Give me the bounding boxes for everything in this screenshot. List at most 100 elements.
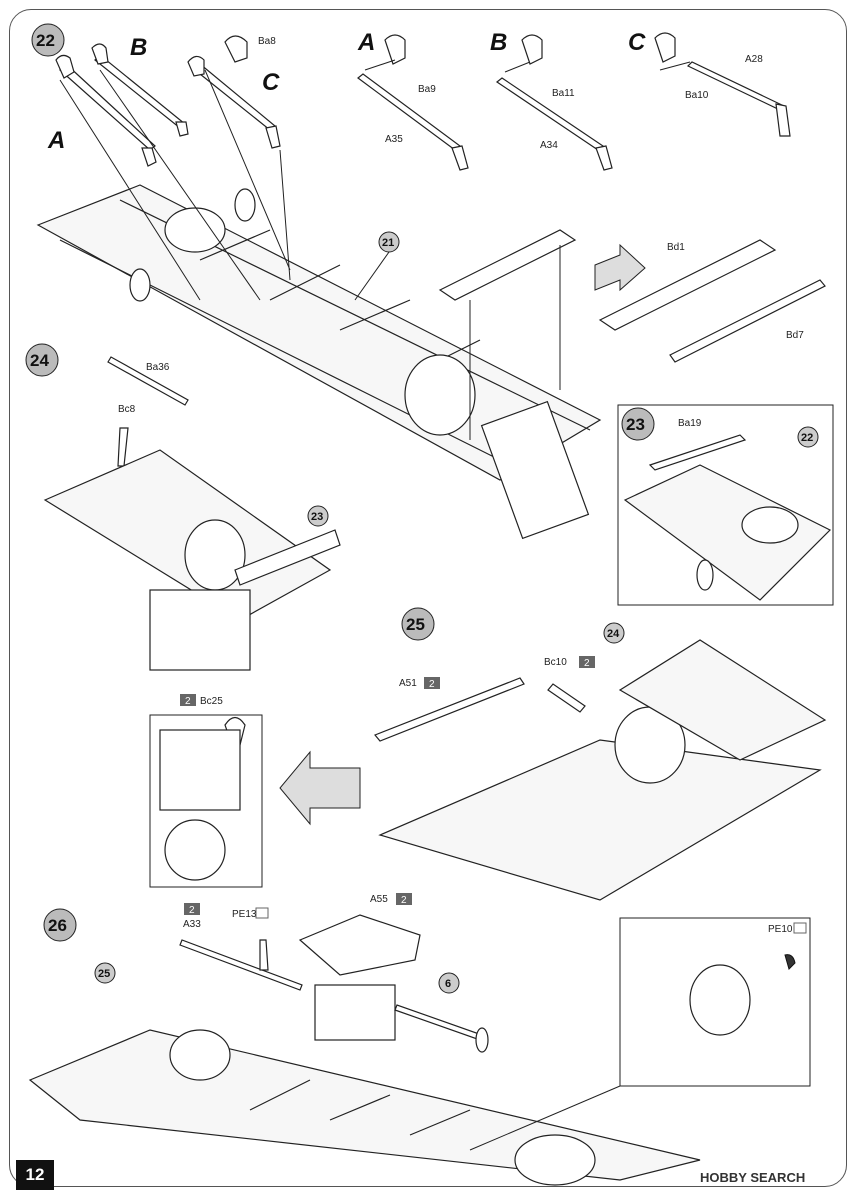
front-axle-housing: [164, 207, 226, 253]
label-ba19: Ba19: [678, 418, 702, 429]
callout-25: [94, 962, 116, 984]
step-22-number: 22: [36, 31, 55, 50]
callout-25-label: 25: [98, 968, 110, 980]
lever-c-top: [187, 55, 205, 77]
lever-a-top: [55, 54, 75, 79]
letter-c: C: [262, 69, 280, 96]
step-25-section: 25 24 Bc10 2 A51 2 2 Bc25: [149, 607, 827, 901]
sub-letter-b: B: [490, 29, 507, 56]
label-ba10: Ba10: [685, 90, 709, 101]
front-spring-right: [234, 188, 256, 222]
sub-b-lever: [521, 34, 543, 65]
sub-c-arrow: [659, 61, 691, 71]
sub-c-end: [775, 103, 791, 137]
cross-members-22: [199, 229, 481, 371]
callout-21-leader: [354, 251, 390, 301]
step-26-section: 26 2 A33 PE13 A55 2 6 25 PE1: [28, 893, 811, 1186]
cover-a55: [298, 914, 421, 976]
label-a33: A33: [183, 919, 201, 930]
lever-c-bottom: [265, 125, 281, 149]
sub-b-end: [595, 145, 613, 171]
flywheel-housing-22: [404, 354, 476, 436]
sub-a-lever: [384, 34, 406, 65]
tag-bc25-label: 2: [185, 696, 191, 707]
label-ba11: Ba11: [552, 88, 575, 99]
tie-rod-bd7: [669, 279, 826, 363]
callout-24-label: 24: [607, 628, 620, 640]
pe13-icon: [255, 907, 269, 919]
flywheel-housing-24: [184, 519, 246, 591]
callout-23-label: 23: [311, 511, 323, 523]
callout-6: [438, 972, 460, 994]
gearbox: [314, 984, 396, 1041]
tag-a33: [184, 903, 200, 915]
front-spring-left: [129, 268, 151, 302]
step-26-number: 26: [48, 916, 67, 935]
callout-6-label: 6: [445, 978, 451, 990]
rear-chassis-25: [618, 639, 827, 761]
flange-6: [475, 1027, 489, 1053]
shaft-6: [394, 1004, 483, 1041]
sub-a-rod: [357, 73, 461, 151]
sub-a-end: [451, 145, 469, 171]
pe10-icon: [793, 922, 807, 934]
tag-a55: [396, 893, 412, 905]
rod-ba36: [107, 356, 189, 406]
rod-b: [94, 54, 186, 129]
axle-housing-23: [741, 506, 799, 544]
step-23-badge: [621, 407, 655, 441]
arrow-right-icon: [594, 243, 646, 292]
callout-23: [307, 505, 329, 527]
callout-21-label: 21: [382, 237, 394, 249]
sub-a-arrow: [364, 59, 396, 71]
firewall-bc25: [159, 729, 241, 811]
sub-c-lever: [654, 32, 676, 63]
watermark: HOBBY SEARCH: [700, 1170, 806, 1185]
firewall-24: [149, 589, 251, 671]
flywheel-bc25: [164, 819, 226, 881]
lever-pe13: [259, 939, 269, 971]
label-ba8: Ba8: [258, 36, 276, 47]
lever-a-bottom: [141, 147, 157, 167]
radiator-22: [480, 400, 590, 540]
pe10-leader: [469, 1085, 621, 1151]
sub-b-arrow: [504, 61, 531, 73]
label-bc10: Bc10: [544, 657, 567, 668]
flywheel-pe10: [689, 964, 751, 1036]
label-a28: A28: [745, 54, 763, 65]
lever-b-top: [91, 43, 109, 65]
callout-24: [603, 622, 625, 644]
rod-bc10: [547, 683, 586, 713]
lever-ba8: [224, 35, 248, 63]
lever-b-bottom: [175, 121, 189, 137]
chassis-frame-23: [623, 464, 832, 601]
cross-members-26: [249, 1079, 471, 1136]
guide-lines-22: [59, 69, 291, 301]
label-ba9: Ba9: [418, 84, 436, 95]
label-bc8: Bc8: [118, 404, 136, 415]
tag-bc10-label: 2: [584, 658, 590, 669]
rod-a51: [374, 677, 525, 742]
tag-a55-label: 2: [401, 895, 407, 906]
flywheel-26: [514, 1134, 596, 1186]
step-26-badge: [43, 908, 77, 942]
step-24-badge: [25, 343, 59, 377]
letter-a: A: [47, 127, 65, 154]
step-22-badge: [31, 23, 65, 57]
label-a51: A51: [399, 678, 417, 689]
label-pe10: PE10: [768, 924, 793, 935]
label-bd1: Bd1: [667, 242, 685, 253]
lever-bc8: [117, 427, 129, 467]
step-24-number: 24: [30, 351, 49, 370]
front-axle-26: [169, 1029, 231, 1081]
step-25-badge: [401, 607, 435, 641]
label-bc25: Bc25: [200, 696, 223, 707]
step-24-section: 24 Ba36 Bc8 23: [25, 343, 341, 671]
callout-22: [797, 426, 819, 448]
shaft-a33: [179, 939, 303, 991]
tag-a51: [424, 677, 440, 689]
label-a55: A55: [370, 894, 388, 905]
part-pe10: [784, 954, 796, 970]
